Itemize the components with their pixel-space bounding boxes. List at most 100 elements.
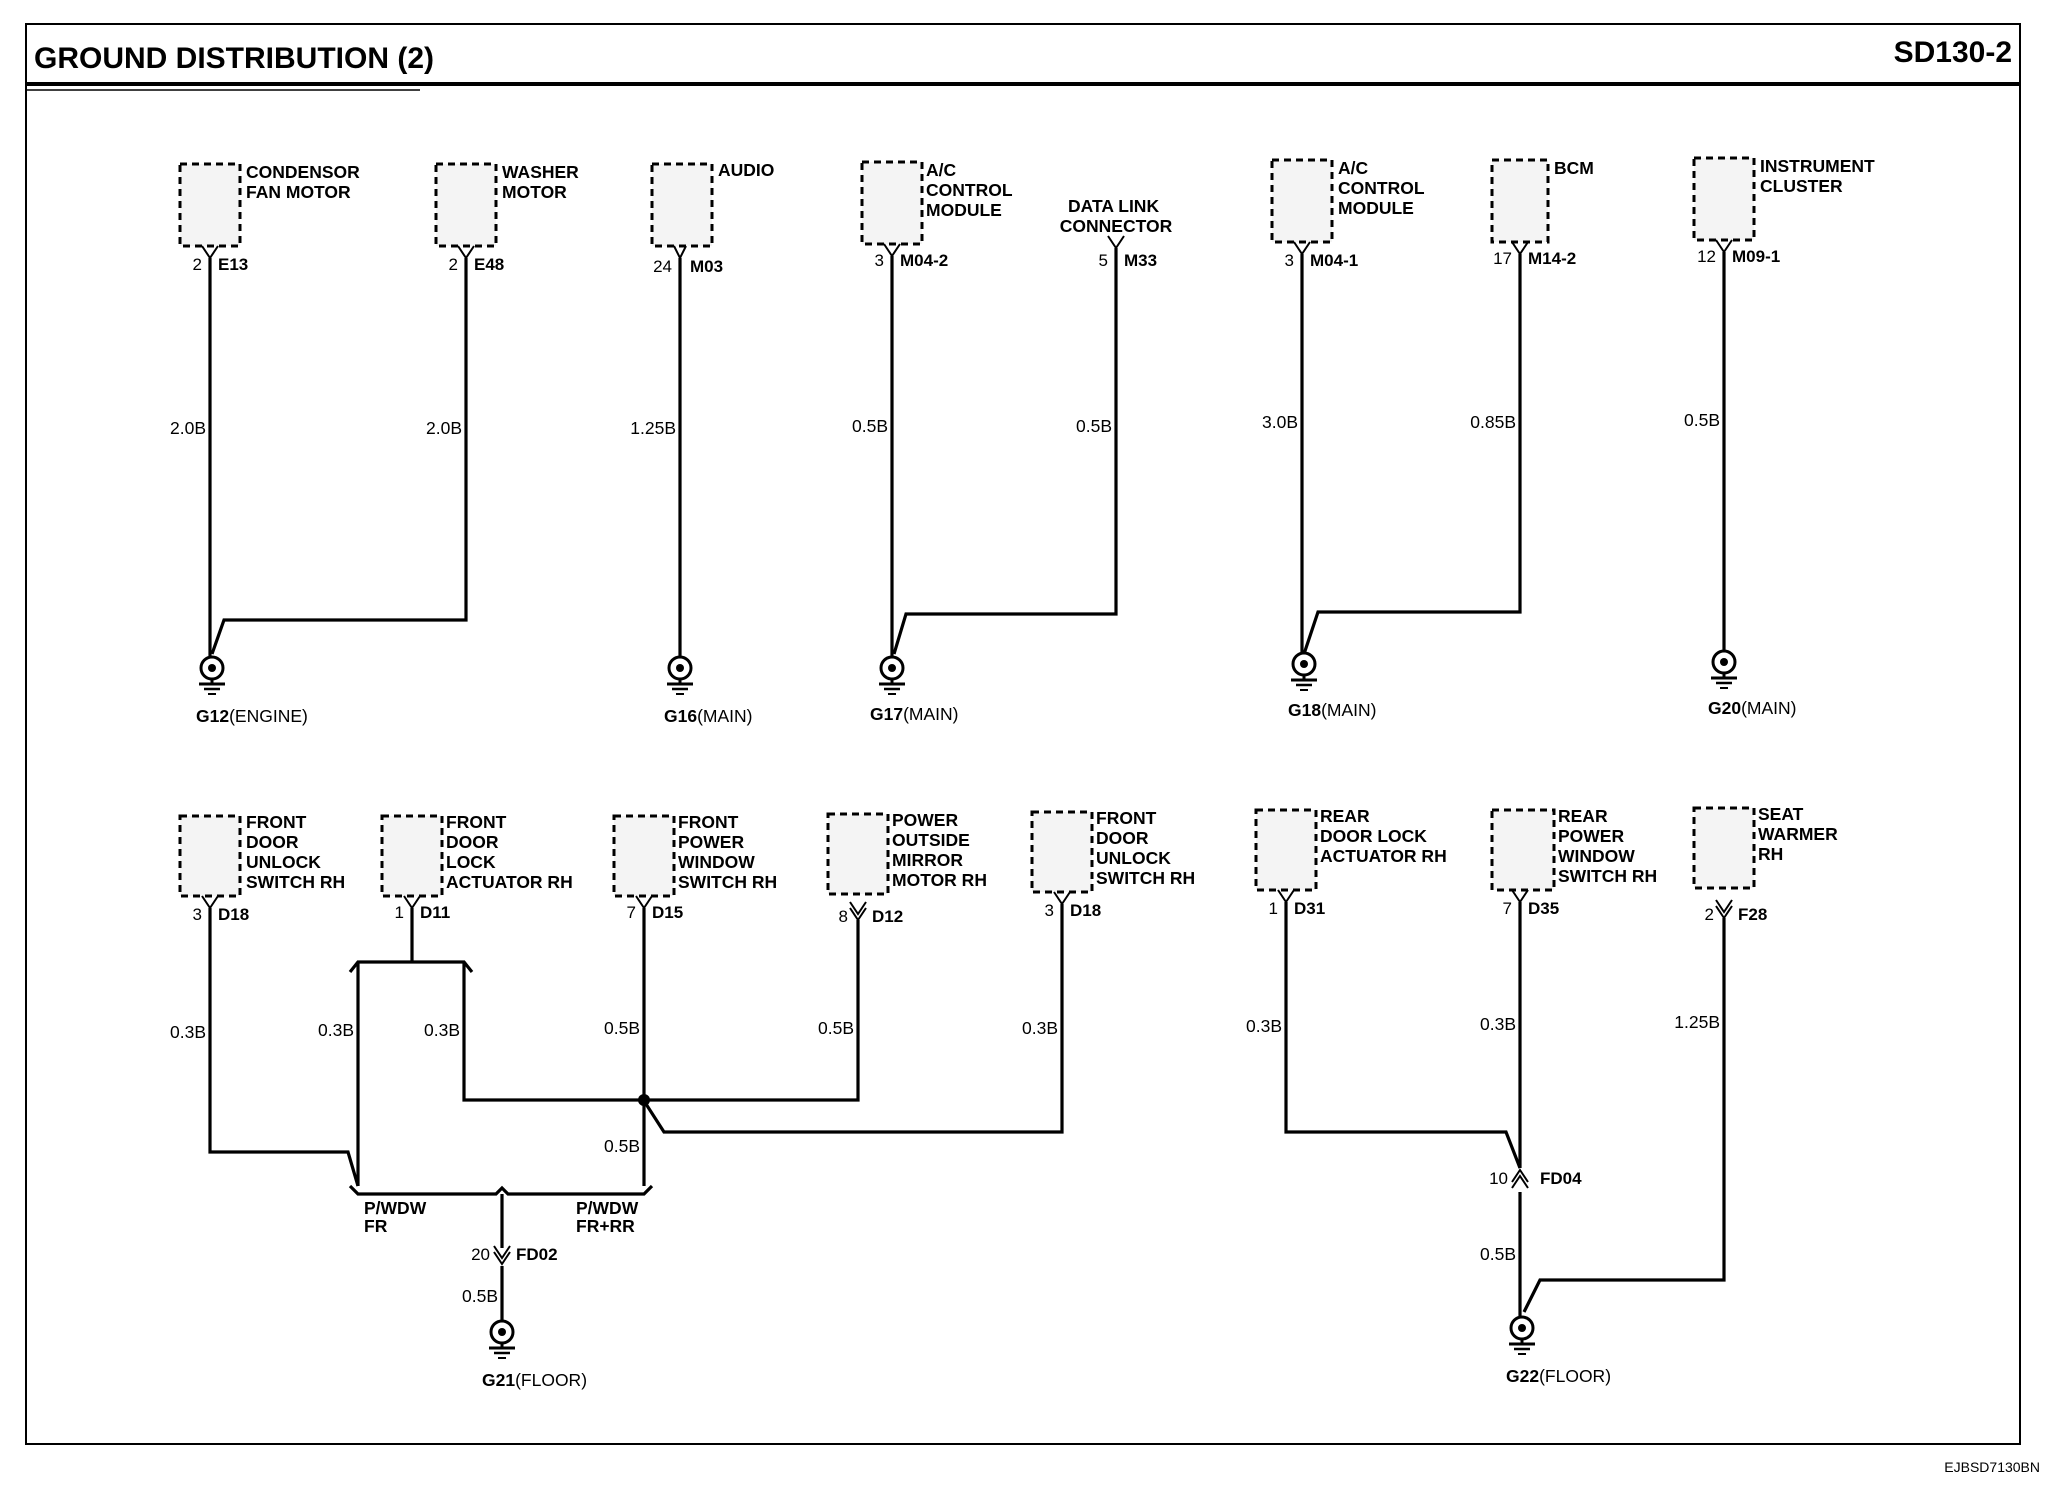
wire-size-d15: 0.5B	[604, 1018, 640, 1038]
figure-reference: EJBSD7130BN	[1944, 1459, 2040, 1475]
component-box-front-power-window-switch-rh	[612, 814, 676, 898]
pin-d15: 7	[627, 903, 636, 922]
pin-d18-2: 3	[1045, 901, 1054, 920]
ground-label-g18: G18(MAIN)	[1288, 700, 1376, 720]
splice-junction-dot	[638, 1094, 650, 1106]
component-box-front-door-unlock-switch-rh-1	[178, 814, 242, 898]
wire-size-d11-left: 0.3B	[318, 1020, 354, 1040]
connector-fd04: FD04	[1540, 1169, 1582, 1188]
wires-bottom-left	[208, 904, 1064, 1320]
ground-label-g20: G20(MAIN)	[1708, 698, 1796, 718]
label-front-door-unlock-switch-rh-1: FRONT DOOR UNLOCK SWITCH RH	[246, 812, 345, 892]
wire-size-d31: 0.3B	[1246, 1016, 1282, 1036]
label-rear-door-lock-actuator-rh: REAR DOOR LOCK ACTUATOR RH	[1320, 806, 1447, 866]
component-box-ac-control-module-m04-1	[1270, 158, 1334, 244]
connector-d18-2: D18	[1070, 901, 1101, 920]
ground-label-g12: G12(ENGINE)	[196, 706, 308, 726]
wire-size-d18-1: 0.3B	[170, 1022, 206, 1042]
component-box-rear-door-lock-actuator-rh	[1254, 808, 1318, 892]
connector-d31: D31	[1294, 899, 1325, 918]
wire-size-m04-1: 3.0B	[1262, 412, 1298, 432]
label-seat-warmer-rh: SEAT WARMER RH	[1758, 804, 1843, 864]
pin-f28: 2	[1705, 905, 1714, 924]
connector-d12: D12	[872, 907, 903, 926]
label-power-outside-mirror-motor-rh: POWER OUTSIDE MIRROR MOTOR RH	[892, 810, 987, 890]
ground-symbol-g16	[667, 655, 693, 695]
pin-m03: 24	[653, 257, 672, 276]
ground-symbol-g20	[1711, 649, 1737, 689]
connector-fd02: FD02	[516, 1245, 558, 1264]
connector-m03: M03	[690, 257, 723, 276]
pin-fd02: 20	[471, 1245, 490, 1264]
label-data-link-connector: DATA LINK CONNECTOR	[1060, 196, 1173, 236]
wire-size-junction-down: 0.5B	[604, 1136, 640, 1156]
pin-d18-1: 3	[193, 905, 202, 924]
pin-m33: 5	[1099, 251, 1108, 270]
wire-size-fd02-down: 0.5B	[462, 1286, 498, 1306]
pin-d35: 7	[1503, 899, 1512, 918]
wire-size-d12: 0.5B	[818, 1018, 854, 1038]
ground-symbol-g12	[199, 655, 225, 695]
label-audio: AUDIO	[718, 160, 774, 180]
wire-size-m03: 1.25B	[630, 418, 676, 438]
connector-f28: F28	[1738, 905, 1767, 924]
component-box-audio	[650, 162, 714, 248]
wire-size-m04-2: 0.5B	[852, 416, 888, 436]
wire-size-d18-2: 0.3B	[1022, 1018, 1058, 1038]
connector-d35: D35	[1528, 899, 1559, 918]
wire-size-m33: 0.5B	[1076, 416, 1112, 436]
label-ac-control-module-m04-2: A/C CONTROL MODULE	[926, 160, 1017, 220]
pin-m09-1: 12	[1697, 247, 1716, 266]
wire-size-m14-2: 0.85B	[1470, 412, 1516, 432]
splice-label-pwdw-frrr: P/WDW FR+RR	[576, 1198, 643, 1236]
component-box-front-door-lock-actuator-rh	[380, 814, 444, 898]
component-box-washer-motor	[434, 162, 498, 248]
ground-label-g21: G21(FLOOR)	[482, 1370, 587, 1390]
wires-bottom-right	[1284, 902, 1726, 1316]
component-box-seat-warmer-rh	[1692, 806, 1756, 890]
pin-e13: 2	[193, 255, 202, 274]
component-box-power-outside-mirror-motor-rh	[826, 812, 890, 896]
component-box-bcm	[1490, 158, 1550, 244]
connector-m09-1: M09-1	[1732, 247, 1780, 266]
wires-top	[208, 248, 1726, 656]
component-box-instrument-cluster	[1692, 156, 1756, 242]
splice-label-pwdw-fr: P/WDW FR	[364, 1198, 431, 1236]
diagram-border	[25, 23, 2021, 1445]
connector-m04-2: M04-2	[900, 251, 948, 270]
ground-symbol-g17	[879, 655, 905, 695]
wire-size-e48: 2.0B	[426, 418, 462, 438]
ground-symbol-g18	[1291, 651, 1317, 691]
pin-fd04: 10	[1489, 1169, 1508, 1188]
connector-e48: E48	[474, 255, 504, 274]
wire-size-d35: 0.3B	[1480, 1014, 1516, 1034]
label-bcm: BCM	[1554, 158, 1594, 178]
connector-d18-1: D18	[218, 905, 249, 924]
ground-symbol-g21	[489, 1319, 515, 1359]
ground-label-g22: G22(FLOOR)	[1506, 1366, 1611, 1386]
label-rear-power-window-switch-rh: REAR POWER WINDOW SWITCH RH	[1558, 806, 1657, 886]
inline-connector-fd02	[493, 1245, 511, 1266]
label-condensor-fan-motor: CONDENSOR FAN MOTOR	[246, 162, 365, 202]
ground-label-g16: G16(MAIN)	[664, 706, 752, 726]
wire-size-m09-1: 0.5B	[1684, 410, 1720, 430]
ground-label-g17: G17(MAIN)	[870, 704, 958, 724]
connector-m14-2: M14-2	[1528, 249, 1576, 268]
wire-size-fd04-down: 0.5B	[1480, 1244, 1516, 1264]
wire-size-d11-right: 0.3B	[424, 1020, 460, 1040]
pin-e48: 2	[449, 255, 458, 274]
wire-size-f28: 1.25B	[1674, 1012, 1720, 1032]
page-title: GROUND DISTRIBUTION (2)	[34, 42, 434, 75]
label-ac-control-module-m04-1: A/C CONTROL MODULE	[1338, 158, 1429, 218]
pin-m04-2: 3	[875, 251, 884, 270]
pin-m14-2: 17	[1493, 249, 1512, 268]
component-box-rear-power-window-switch-rh	[1490, 808, 1556, 892]
pin-d11: 1	[395, 903, 404, 922]
component-box-condensor-fan-motor	[178, 162, 242, 248]
connector-d11: D11	[420, 903, 450, 922]
connector-m04-1: M04-1	[1310, 251, 1358, 270]
component-box-front-door-unlock-switch-rh-2	[1030, 810, 1094, 894]
connector-d15: D15	[652, 903, 683, 922]
inline-connector-fd04	[1511, 1168, 1529, 1189]
